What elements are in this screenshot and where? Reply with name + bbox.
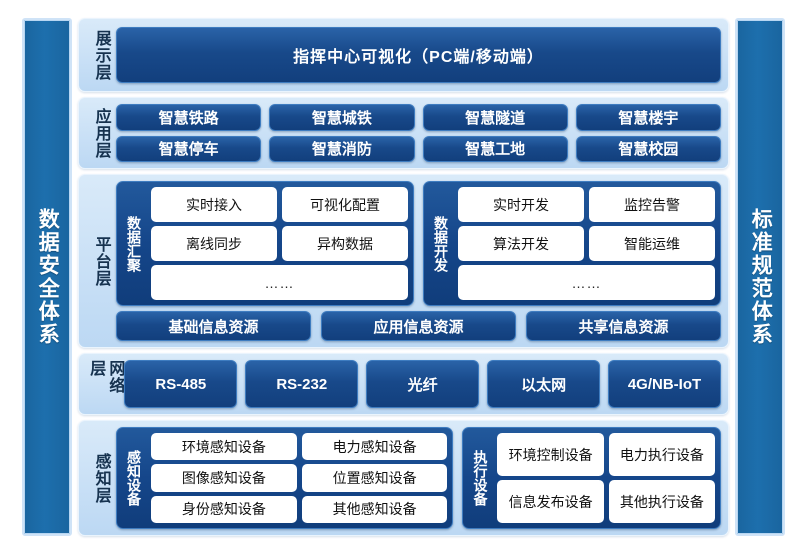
aggregation-item-more[interactable]: …… — [151, 265, 408, 300]
development-item-monitoring-alarm[interactable]: 监控告警 — [589, 187, 715, 222]
perception-group-actuator-devices: 执行设备 环境控制设备 电力执行设备 信息发布设备 其他执行设备 — [462, 427, 721, 529]
layer-stack: 展示层 指挥中心可视化（PC端/移动端） 应用层 智慧铁路 智慧城铁 智慧隧道 … — [78, 18, 729, 536]
app-item-smart-building[interactable]: 智慧楼宇 — [575, 104, 721, 131]
app-item-smart-tunnel[interactable]: 智慧隧道 — [422, 104, 568, 131]
sensing-devices-label: 感知设备 — [126, 450, 143, 506]
platform-resource-row: 基础信息资源 应用信息资源 共享信息资源 — [116, 311, 721, 341]
aggregation-item-visual-config[interactable]: 可视化配置 — [282, 187, 408, 222]
data-development-label: 数据开发 — [433, 215, 450, 272]
app-item-smart-firefighting[interactable]: 智慧消防 — [269, 135, 415, 162]
data-aggregation-row-2: 离线同步 异构数据 — [151, 226, 408, 261]
resource-item-shared-info[interactable]: 共享信息资源 — [526, 311, 721, 341]
layer-presentation: 展示层 指挥中心可视化（PC端/移动端） — [78, 18, 729, 92]
sensing-item-power[interactable]: 电力感知设备 — [301, 433, 448, 461]
left-pillar-label: 数据安全体系 — [36, 208, 60, 346]
platform-groups: 数据汇聚 实时接入 可视化配置 离线同步 异构数据 — [116, 181, 721, 306]
layer-presentation-body: 指挥中心可视化（PC端/移动端） — [116, 25, 721, 85]
sensing-item-environment[interactable]: 环境感知设备 — [151, 433, 297, 461]
sensing-devices-grid: 环境感知设备 电力感知设备 图像感知设备 位置感知设备 身份感知设备 其他感知设… — [151, 433, 448, 523]
data-aggregation-row-3: …… — [151, 265, 408, 300]
data-development-row-3: …… — [458, 265, 715, 300]
actuator-item-other[interactable]: 其他执行设备 — [608, 480, 716, 523]
layer-network-body: RS-485 RS-232 光纤 以太网 4G/NB-IoT — [124, 360, 721, 408]
platform-group-data-development: 数据开发 实时开发 监控告警 算法开发 智能运维 — [423, 181, 721, 306]
actuator-devices-label: 执行设备 — [472, 450, 489, 506]
actuator-item-info-publishing[interactable]: 信息发布设备 — [497, 480, 604, 523]
actuator-devices-row-2: 信息发布设备 其他执行设备 — [497, 480, 716, 523]
layer-presentation-label-col: 展示层 — [86, 25, 116, 85]
app-item-smart-metro[interactable]: 智慧城铁 — [269, 104, 415, 131]
development-item-realtime-dev[interactable]: 实时开发 — [458, 187, 584, 222]
application-row-1: 智慧铁路 智慧城铁 智慧隧道 智慧楼宇 — [116, 104, 721, 131]
data-development-row-1: 实时开发 监控告警 — [458, 187, 715, 222]
network-row: RS-485 RS-232 光纤 以太网 4G/NB-IoT — [124, 360, 721, 408]
sensing-devices-row-3: 身份感知设备 其他感知设备 — [151, 495, 448, 523]
data-development-grid: 实时开发 监控告警 算法开发 智能运维 …… — [458, 187, 715, 300]
layer-platform-label-col: 平台层 — [86, 181, 116, 341]
actuator-devices-row-1: 环境控制设备 电力执行设备 — [497, 433, 716, 476]
resource-item-basic-info[interactable]: 基础信息资源 — [116, 311, 311, 341]
network-item-rs232[interactable]: RS-232 — [245, 360, 359, 408]
perception-groups: 感知设备 环境感知设备 电力感知设备 图像感知设备 位置感知设备 — [116, 427, 721, 529]
actuator-item-environment-control[interactable]: 环境控制设备 — [497, 433, 604, 476]
app-item-smart-construction-site[interactable]: 智慧工地 — [422, 135, 568, 162]
layer-perception-label-col: 感知层 — [86, 427, 116, 529]
data-aggregation-row-1: 实时接入 可视化配置 — [151, 187, 408, 222]
layer-network-label: 网络层 — [87, 360, 124, 394]
data-aggregation-label-col: 数据汇聚 — [122, 187, 146, 300]
resource-item-application-info[interactable]: 应用信息资源 — [321, 311, 516, 341]
app-item-smart-railway[interactable]: 智慧铁路 — [116, 104, 262, 131]
layer-network-label-col: 网络层 — [86, 360, 124, 408]
layer-application-label-col: 应用层 — [86, 104, 116, 162]
data-development-row-2: 算法开发 智能运维 — [458, 226, 715, 261]
aggregation-item-realtime-ingest[interactable]: 实时接入 — [151, 187, 277, 222]
data-aggregation-label: 数据汇聚 — [126, 215, 143, 272]
data-development-label-col: 数据开发 — [429, 187, 453, 300]
presentation-item-command-center[interactable]: 指挥中心可视化（PC端/移动端） — [116, 27, 721, 83]
development-item-intelligent-ops[interactable]: 智能运维 — [589, 226, 715, 261]
perception-group-sensing-devices: 感知设备 环境感知设备 电力感知设备 图像感知设备 位置感知设备 — [116, 427, 454, 529]
sensing-devices-row-2: 图像感知设备 位置感知设备 — [151, 464, 448, 492]
layer-perception-body: 感知设备 环境感知设备 电力感知设备 图像感知设备 位置感知设备 — [116, 427, 721, 529]
development-item-algorithm-dev[interactable]: 算法开发 — [458, 226, 584, 261]
layer-application: 应用层 智慧铁路 智慧城铁 智慧隧道 智慧楼宇 智慧停车 智慧消防 智慧工地 智… — [78, 97, 729, 169]
layer-presentation-label: 展示层 — [92, 29, 110, 81]
right-pillar-standards: 标准规范体系 — [735, 18, 785, 536]
sensing-item-other[interactable]: 其他感知设备 — [301, 495, 448, 523]
sensing-item-location[interactable]: 位置感知设备 — [301, 464, 448, 492]
layer-application-label: 应用层 — [92, 107, 110, 159]
right-pillar-label: 标准规范体系 — [749, 208, 773, 346]
data-aggregation-grid: 实时接入 可视化配置 离线同步 异构数据 …… — [151, 187, 408, 300]
left-pillar-data-security: 数据安全体系 — [22, 18, 72, 536]
layer-network: 网络层 RS-485 RS-232 光纤 以太网 4G/NB-IoT — [78, 353, 729, 415]
aggregation-item-heterogeneous-data[interactable]: 异构数据 — [282, 226, 408, 261]
layer-perception-label: 感知层 — [92, 452, 110, 504]
actuator-item-power-execution[interactable]: 电力执行设备 — [608, 433, 716, 476]
app-item-smart-parking[interactable]: 智慧停车 — [116, 135, 262, 162]
development-item-more[interactable]: …… — [458, 265, 715, 300]
network-item-4g-nbiot[interactable]: 4G/NB-IoT — [608, 360, 721, 408]
aggregation-item-offline-sync[interactable]: 离线同步 — [151, 226, 277, 261]
actuator-devices-grid: 环境控制设备 电力执行设备 信息发布设备 其他执行设备 — [497, 433, 716, 523]
layer-platform: 平台层 数据汇聚 实时接入 可视化配置 — [78, 174, 729, 348]
sensing-devices-label-col: 感知设备 — [122, 433, 146, 523]
layer-application-body: 智慧铁路 智慧城铁 智慧隧道 智慧楼宇 智慧停车 智慧消防 智慧工地 智慧校园 — [116, 104, 721, 162]
sensing-item-identity[interactable]: 身份感知设备 — [151, 495, 297, 523]
sensing-devices-row-1: 环境感知设备 电力感知设备 — [151, 433, 448, 461]
network-item-rs485[interactable]: RS-485 — [124, 360, 238, 408]
layer-platform-label: 平台层 — [92, 235, 110, 287]
network-item-fiber[interactable]: 光纤 — [366, 360, 480, 408]
network-item-ethernet[interactable]: 以太网 — [487, 360, 601, 408]
platform-group-data-aggregation: 数据汇聚 实时接入 可视化配置 离线同步 异构数据 — [116, 181, 414, 306]
sensing-item-image[interactable]: 图像感知设备 — [151, 464, 297, 492]
layer-perception: 感知层 感知设备 环境感知设备 电力感知设备 — [78, 420, 729, 536]
application-row-2: 智慧停车 智慧消防 智慧工地 智慧校园 — [116, 135, 721, 162]
layer-platform-body: 数据汇聚 实时接入 可视化配置 离线同步 异构数据 — [116, 181, 721, 341]
app-item-smart-campus[interactable]: 智慧校园 — [575, 135, 721, 162]
actuator-devices-label-col: 执行设备 — [468, 433, 492, 523]
